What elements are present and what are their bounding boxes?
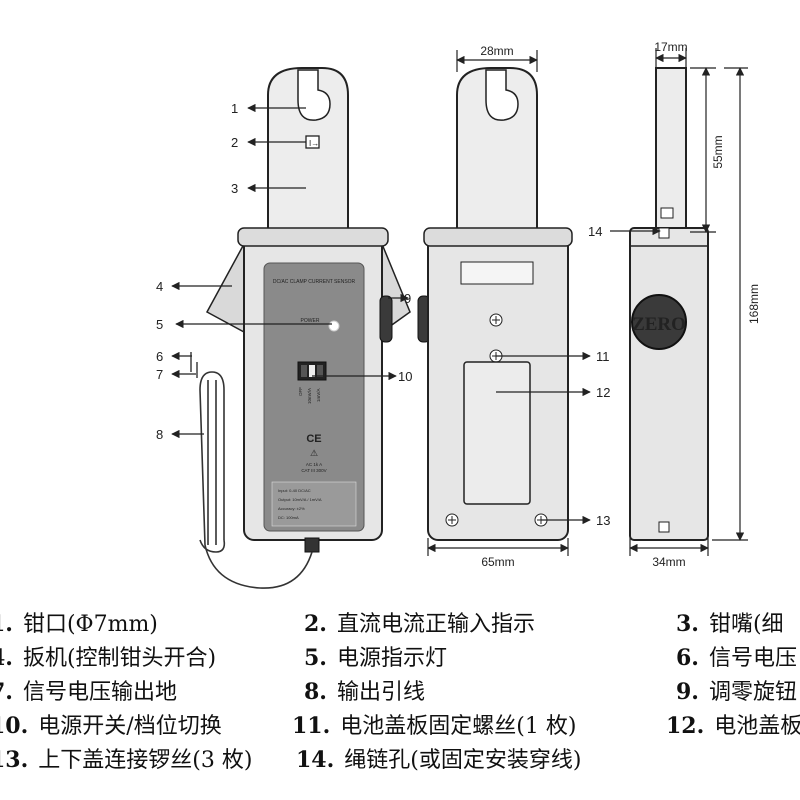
cat-rating: AC 1k A bbox=[306, 462, 322, 467]
side-body bbox=[629, 227, 709, 541]
legend-item: 12.电池盖板 bbox=[666, 713, 800, 739]
callout-9: 9 bbox=[404, 291, 411, 306]
legend-item: 10.电源开关/档位切换 bbox=[0, 713, 222, 739]
back-view bbox=[417, 67, 573, 541]
spec-line-4: DC: 100mA bbox=[278, 515, 299, 520]
dim-width-jaw: 28mm bbox=[480, 44, 513, 58]
zero-knob bbox=[631, 294, 687, 350]
callout-8: 8 bbox=[156, 427, 163, 442]
legend-item: 7.信号电压输出地 bbox=[0, 679, 177, 705]
legend-item: 11.电池盖板固定螺丝(1 枚) bbox=[292, 713, 577, 739]
trigger-left bbox=[205, 243, 245, 334]
callout-1: 1 bbox=[231, 101, 238, 116]
dim-jaw-height: 55mm bbox=[711, 135, 725, 168]
switch-pos-off: OFF bbox=[298, 387, 303, 396]
spec-line-1: Input: 0-40 DC/AC bbox=[278, 488, 311, 493]
callout-arrows bbox=[171, 103, 661, 525]
power-lamp bbox=[328, 320, 340, 332]
ce-mark: CE bbox=[306, 433, 321, 445]
spec-line-3: Accuracy: ±2% bbox=[278, 506, 305, 511]
callout-7: 7 bbox=[156, 367, 163, 382]
side-jaw bbox=[655, 67, 687, 233]
legend-item: 4.扳机(控制钳头开合) bbox=[0, 645, 217, 671]
dim-body-thickness: 34mm bbox=[652, 555, 685, 569]
legend-item: 6.信号电压 bbox=[676, 645, 797, 671]
spec-line-2: Output: 10mV/A / 1mV/A bbox=[278, 497, 322, 502]
callout-6: 6 bbox=[156, 349, 163, 364]
battery-cover bbox=[463, 361, 531, 505]
legend-item: 3.钳嘴(细 bbox=[676, 611, 784, 637]
parts-legend: 1.钳口(Φ7mm) 2.直流电流正输入指示 3.钳嘴(细 4.扳机(控制钳头开… bbox=[0, 600, 800, 800]
legend-item: 5.电源指示灯 bbox=[304, 645, 447, 671]
back-label-window bbox=[460, 261, 534, 285]
callout-2: 2 bbox=[231, 135, 238, 150]
callout-3: 3 bbox=[231, 181, 238, 196]
front-panel bbox=[263, 262, 365, 532]
cat-rating-2: CAT III 300V bbox=[301, 468, 326, 473]
svg-text:I→: I→ bbox=[309, 139, 319, 148]
output-lead bbox=[199, 371, 313, 589]
callout-11: 11 bbox=[596, 349, 610, 364]
dim-total-height: 168mm bbox=[747, 284, 761, 324]
panel-lamp-label: POWER bbox=[301, 318, 320, 324]
callout-13: 13 bbox=[596, 513, 610, 528]
zero-label: ZERO bbox=[632, 314, 686, 335]
warning-mark: ⚠ bbox=[310, 448, 318, 458]
clamp-sensor-diagram: I→ DC/AC CLAMP CURRENT SENSOR POWER OFF … bbox=[156, 40, 761, 589]
side-view: ZERO bbox=[629, 67, 709, 541]
cable-connector bbox=[304, 537, 320, 553]
legend-item: 8.输出引线 bbox=[304, 679, 425, 705]
callout-10: 10 bbox=[398, 369, 412, 384]
legend-item: 1.钳口(Φ7mm) bbox=[0, 611, 158, 637]
zero-knob-side bbox=[379, 295, 393, 343]
legend-item: 9.调零旋钮 bbox=[676, 679, 797, 705]
front-view: I→ DC/AC CLAMP CURRENT SENSOR POWER OFF … bbox=[190, 67, 411, 589]
legend-item: 2.直流电流正输入指示 bbox=[304, 611, 535, 637]
dim-body-width: 65mm bbox=[481, 555, 514, 569]
callout-5: 5 bbox=[156, 317, 163, 332]
panel-title: DC/AC CLAMP CURRENT SENSOR bbox=[273, 279, 356, 285]
legend-item: 14.绳链孔(或固定安装穿线) bbox=[296, 747, 582, 773]
dim-thickness-jaw: 17mm bbox=[654, 40, 687, 54]
switch-pos-1mv: 1mV/A bbox=[316, 388, 321, 402]
callout-4: 4 bbox=[156, 279, 163, 294]
legend-item: 13.上下盖连接锣丝(3 枚) bbox=[0, 747, 253, 773]
dimension-lines bbox=[427, 48, 748, 556]
side-lanyard-hole bbox=[660, 207, 674, 219]
switch-pos-10mv: 10mV/A bbox=[307, 388, 312, 404]
callout-12: 12 bbox=[596, 385, 610, 400]
callout-14: 14 bbox=[588, 224, 602, 239]
